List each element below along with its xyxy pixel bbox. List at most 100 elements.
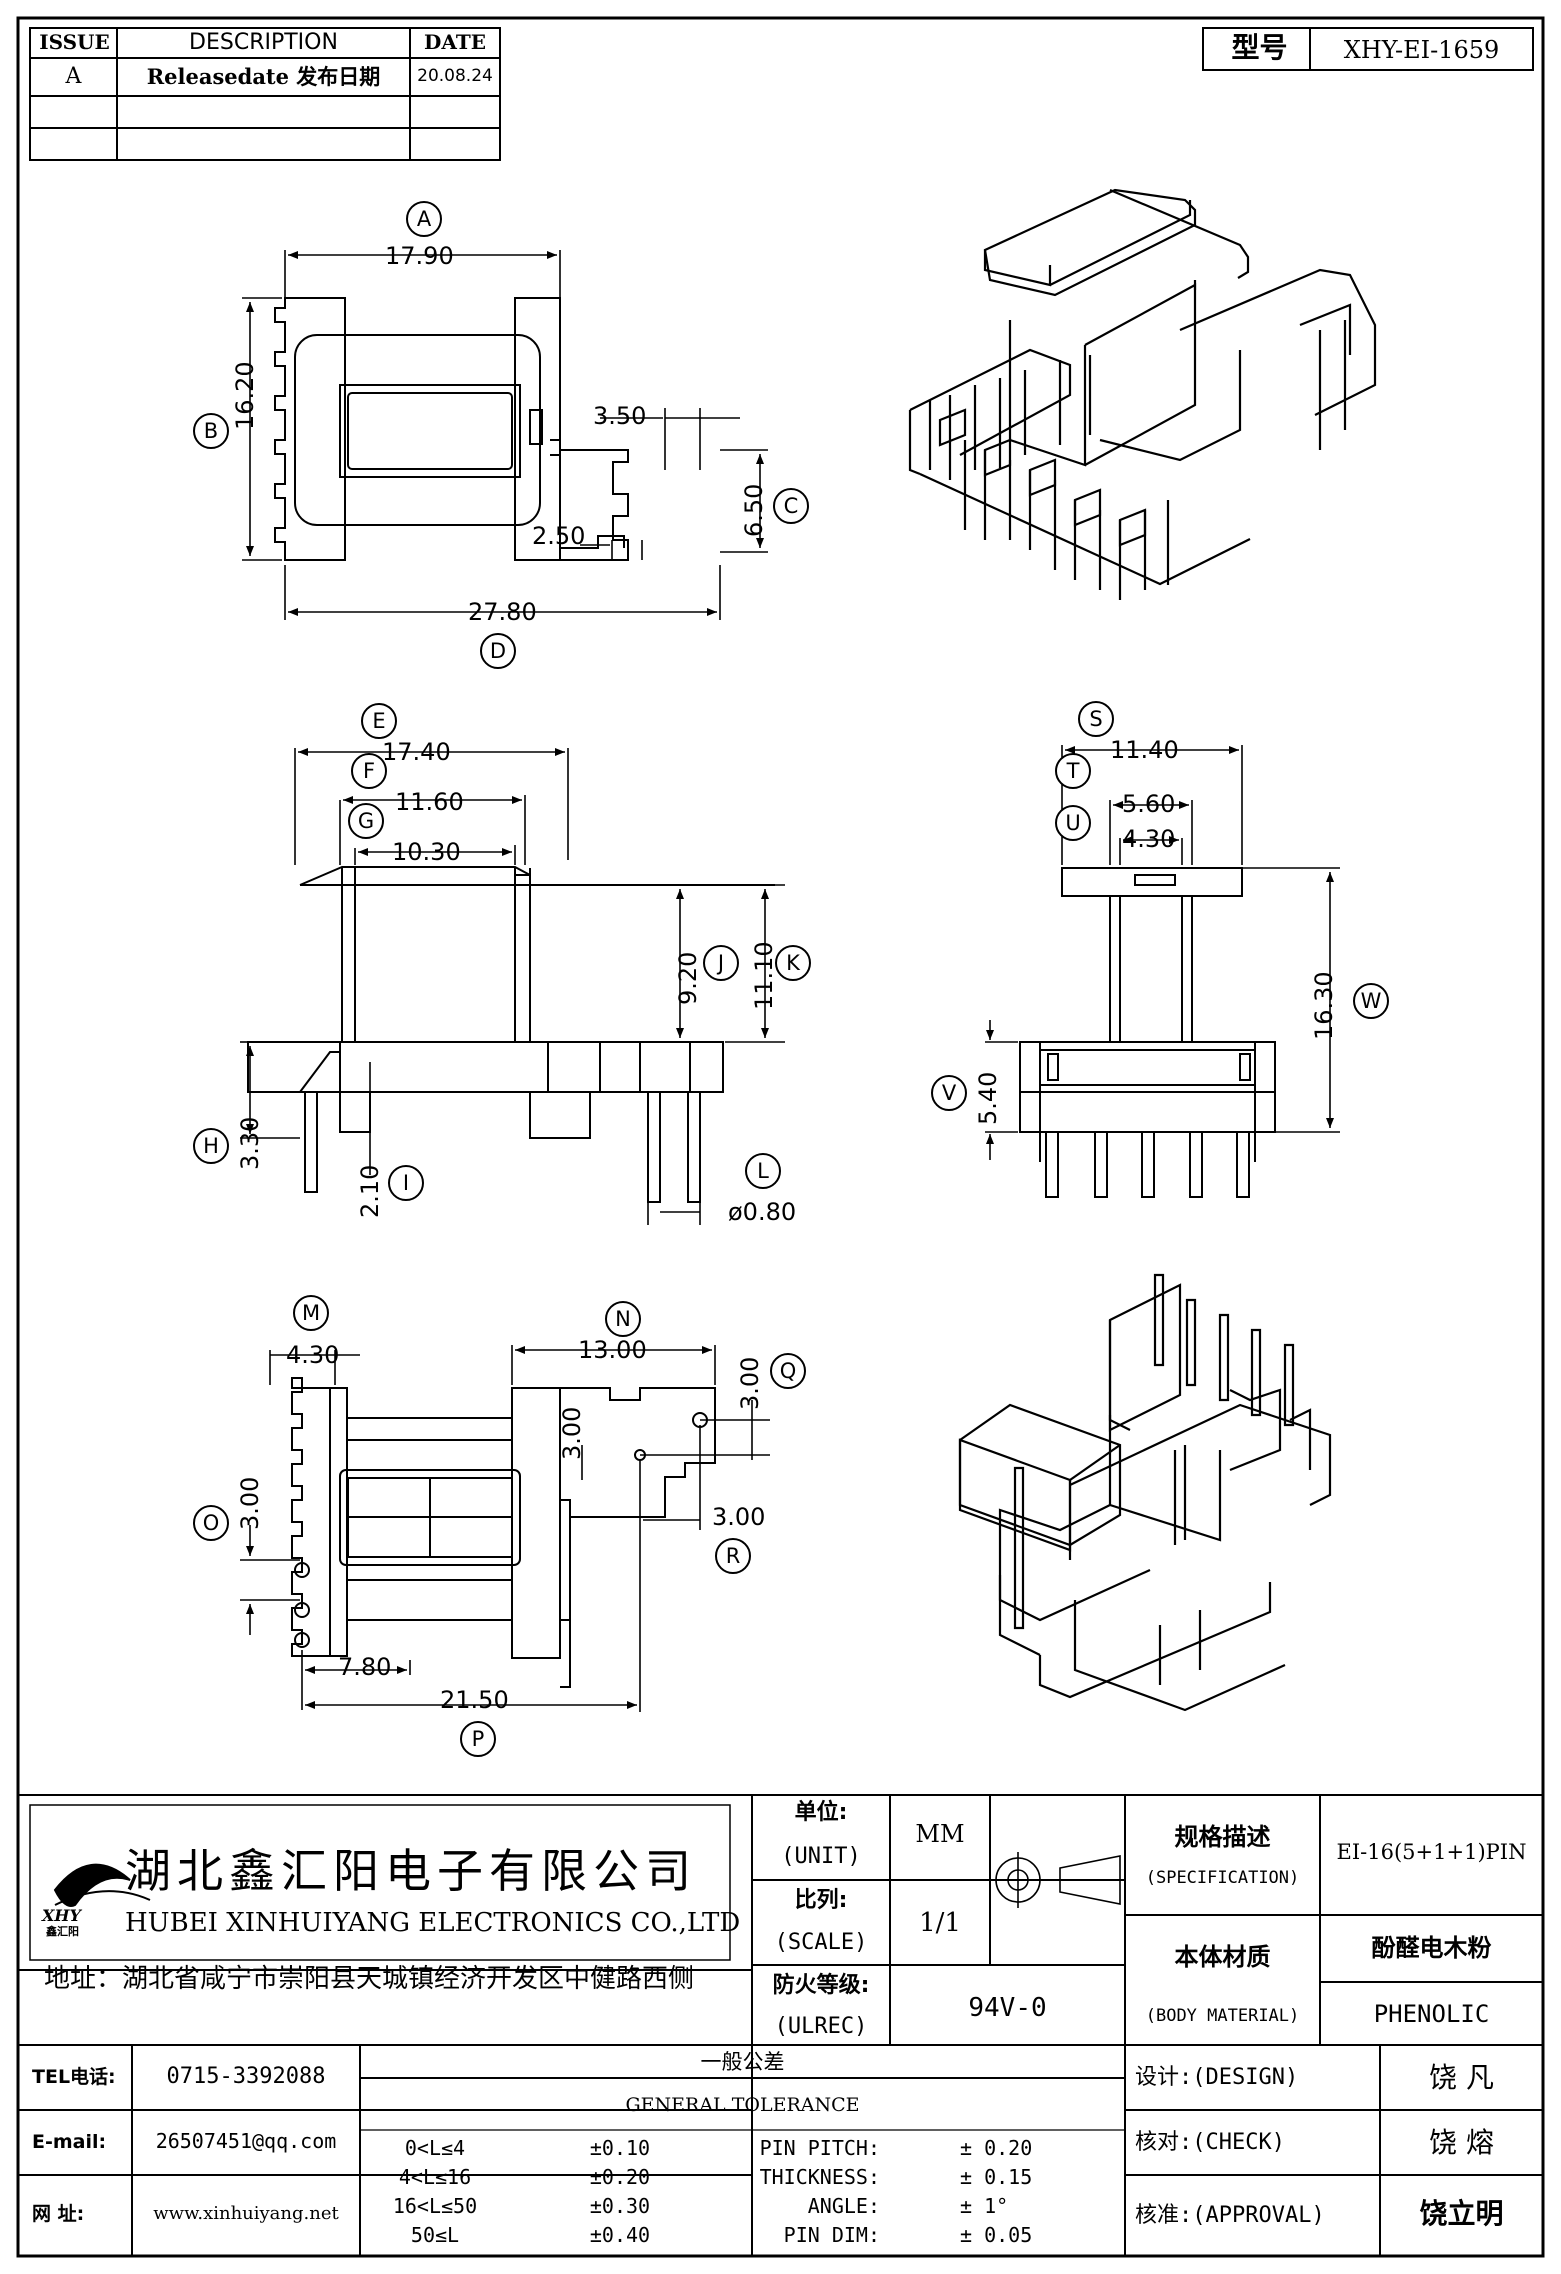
material-label-en: (BODY MATERIAL) (1145, 2006, 1300, 2026)
tol-item: THICKNESS: (759, 2165, 880, 2189)
design-label: 设计:(DESIGN) (1135, 2065, 1299, 2090)
approval-name: 饶立明 (1419, 2197, 1504, 2230)
tol-item-value: ± 0.05 (960, 2223, 1033, 2247)
tol-range: 50≤L (410, 2223, 460, 2247)
tol-item-value: ± 1° (960, 2194, 1009, 2218)
dim-I: 2.10 (356, 1164, 384, 1218)
tol-value: ±0.20 (589, 2165, 651, 2189)
rev-row-description: Releasedate 发布日期 (146, 64, 381, 89)
tel-label: TEL电话: (32, 2066, 116, 2088)
web-label: 网 址: (32, 2203, 85, 2225)
callout-k: K (775, 945, 811, 981)
tol-range: 0<L≤4 (404, 2136, 466, 2160)
callout-n: N (605, 1301, 641, 1337)
company-name-en: HUBEI XINHUIYANG ELECTRONICS CO.,LTD (125, 1908, 741, 1938)
dim-U: 4.30 (1122, 825, 1176, 853)
dim-N: 13.00 (578, 1336, 647, 1364)
dim-A: 17.90 (385, 242, 454, 270)
projection-symbol (990, 1852, 1121, 1908)
web-value: www.xinhuiyang.net (153, 2203, 339, 2224)
tolerance-title-en: GENERAL TOLERANCE (625, 2094, 860, 2116)
model-label: 型号 (1231, 31, 1288, 64)
check-label: 核对:(CHECK) (1135, 2130, 1285, 2155)
callout-v: V (931, 1075, 967, 1111)
tol-item-value: ± 0.15 (960, 2165, 1033, 2189)
email-value: 26507451@qq.com (155, 2129, 337, 2153)
dim-V: 5.40 (974, 1071, 1002, 1125)
rev-row-issue: A (65, 64, 82, 89)
callout-h: H (193, 1128, 229, 1164)
ul-label-en: (ULREC) (774, 2014, 868, 2039)
callout-d: D (480, 633, 516, 669)
dim-B: 16.20 (231, 361, 259, 430)
tolerance-title-cn: 一般公差 (700, 2050, 785, 2074)
callout-j: J (703, 945, 739, 981)
email-label: E-mail: (32, 2131, 107, 2153)
unit-label: 单位: (794, 1800, 848, 1825)
front-view (247, 866, 775, 1203)
callout-u: U (1055, 805, 1091, 841)
callout-w: W (1353, 983, 1389, 1019)
bottom-view-dims (240, 1345, 770, 1712)
dim-H: 3.30 (236, 1116, 264, 1170)
callout-s: S (1078, 701, 1114, 737)
rev-header-description: DESCRIPTION (189, 30, 338, 55)
rev-row-date: 20.08.24 (417, 66, 493, 86)
dim-R: 3.00 (712, 1503, 766, 1531)
tol-value: ±0.30 (589, 2194, 651, 2218)
callout-b: B (193, 413, 229, 449)
company-name-cn: 湖北鑫汇阳电子有限公司 (125, 1844, 697, 1898)
spec-label: 规格描述 (1174, 1823, 1271, 1851)
tol-range: 4<L≤16 (398, 2165, 472, 2189)
title-block-grid (17, 1794, 1544, 2257)
dim-S: 11.40 (1110, 736, 1179, 764)
model-box (1202, 27, 1534, 71)
ul-value: 94V-0 (968, 1993, 1047, 2023)
callout-a: A (406, 201, 442, 237)
callout-i: I (388, 1165, 424, 1201)
tel-value: 0715-3392088 (166, 2064, 326, 2089)
dim-K: 11.10 (750, 941, 778, 1010)
dim-780: 7.80 (338, 1653, 392, 1681)
company-logo-mark (53, 1863, 151, 1907)
callout-e: E (361, 703, 397, 739)
callout-m: M (293, 1295, 329, 1331)
dim-P: 21.50 (440, 1686, 509, 1714)
scale-label-en: (SCALE) (774, 1930, 868, 1955)
dim-D: 27.80 (468, 598, 537, 626)
tol-value: ±0.10 (589, 2136, 651, 2160)
dim-J: 9.20 (674, 951, 702, 1005)
bottom-view (291, 1377, 716, 1688)
tol-item-value: ± 0.20 (960, 2136, 1033, 2160)
tol-item: ANGLE: (807, 2194, 880, 2218)
tol-value: ±0.40 (589, 2223, 651, 2247)
revision-table-grid (29, 27, 501, 161)
ul-label: 防火等级: (772, 1973, 870, 1998)
scale-label: 比列: (794, 1888, 848, 1913)
iso-view-1 (908, 188, 1377, 600)
material-label: 本体材质 (1174, 1943, 1271, 1971)
company-address: 地址：湖北省咸宁市崇阳县天城镇经济开发区中健路西侧 (44, 1964, 695, 1994)
callout-o: O (193, 1505, 229, 1541)
logo-text: XHY (42, 1906, 81, 1925)
design-name: 饶 凡 (1429, 2061, 1494, 2094)
dim-Q: 3.00 (736, 1356, 764, 1410)
logo-sub: 鑫汇阳 (46, 1925, 79, 1938)
rev-header-issue: ISSUE (39, 30, 110, 54)
dim-L: ø0.80 (728, 1198, 797, 1226)
iso-view-2 (958, 1273, 1332, 1712)
callout-c: C (773, 488, 809, 524)
callout-l: L (745, 1153, 781, 1189)
dim-F: 11.60 (395, 788, 464, 816)
material-value-cn: 酚醛电木粉 (1371, 1934, 1492, 1962)
top-view-dims (242, 250, 768, 620)
material-value-en: PHENOLIC (1373, 2000, 1490, 2028)
approval-label: 核准:(APPROVAL) (1135, 2203, 1325, 2228)
dim-350: 3.50 (593, 402, 647, 430)
dim-O: 3.00 (236, 1476, 264, 1530)
dim-250: 2.50 (532, 522, 586, 550)
scale-value: 1/1 (919, 1908, 961, 1938)
front-view-dims (240, 748, 785, 1225)
dim-W: 16.30 (1310, 971, 1338, 1040)
check-name: 饶 熔 (1429, 2126, 1494, 2159)
